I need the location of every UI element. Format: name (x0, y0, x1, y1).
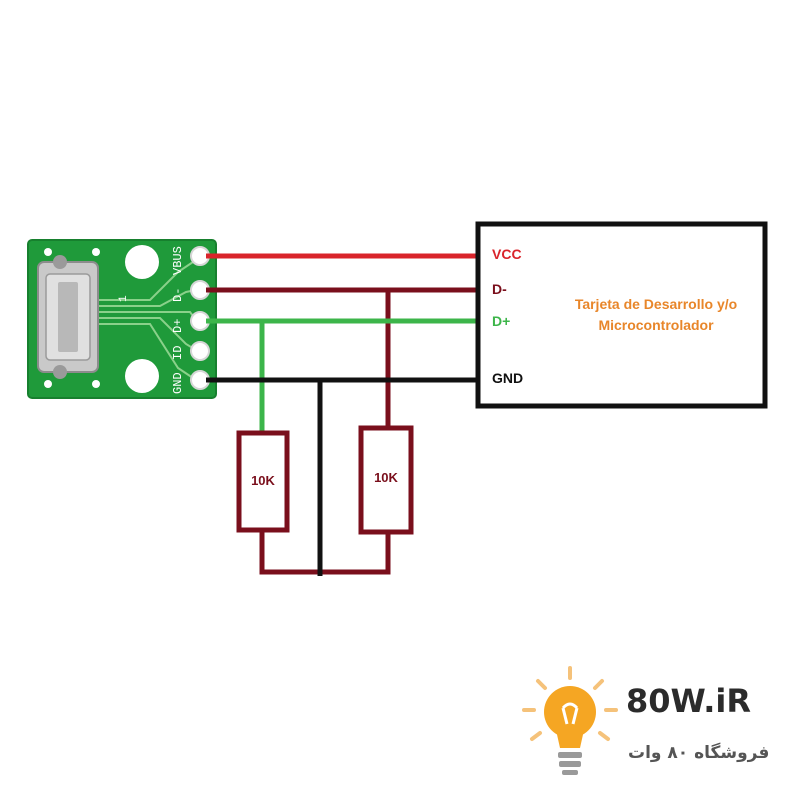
wire-resistor-return (259, 530, 391, 575)
small-hole (92, 248, 100, 256)
resistor-dminus: 10K (358, 425, 414, 535)
lightbulb-icon (522, 666, 618, 775)
pin-pads (190, 246, 210, 390)
mcu-pin-dplus: D+ (492, 313, 510, 329)
microcontroller-box: VCC D- D+ GND Tarjeta de Desarrollo y/o … (475, 221, 768, 409)
usb-breakout-board: VBUS D- D+ ID GND 1 (27, 239, 217, 399)
mount-hole-top (125, 245, 159, 279)
mcu-title-line2: Microcontrolador (598, 317, 714, 333)
pcb-traces (98, 259, 197, 381)
resistor-dplus: 10K (236, 430, 290, 533)
pad-id (190, 341, 210, 361)
micro-usb-connector (37, 255, 99, 379)
resistor-dplus-value: 10K (251, 473, 275, 488)
small-hole (44, 380, 52, 388)
mount-hole-bottom (125, 359, 159, 393)
watermark-tagline: فروشگاه ۸۰ وات (628, 742, 769, 763)
mcu-pin-vcc: VCC (492, 246, 522, 262)
watermark-brand: 80W.iR (626, 682, 751, 720)
small-hole (44, 248, 52, 256)
silk-label-id: ID (171, 346, 185, 360)
wires (206, 253, 478, 576)
mcu-title-line1: Tarjeta de Desarrollo y/o (575, 296, 737, 312)
small-hole (92, 380, 100, 388)
mcu-pin-dminus: D- (492, 281, 507, 297)
mcu-pin-gnd: GND (492, 370, 523, 386)
silk-label-dplus: D+ (171, 319, 185, 333)
silk-pin1-marker: 1 (118, 295, 130, 302)
resistor-dminus-value: 10K (374, 470, 398, 485)
silk-label-vbus: VBUS (171, 246, 185, 275)
watermark-logo: 80W.iR فروشگاه ۸۰ وات (522, 666, 769, 775)
silk-label-dminus: D- (171, 288, 185, 302)
silk-label-gnd: GND (171, 372, 185, 394)
